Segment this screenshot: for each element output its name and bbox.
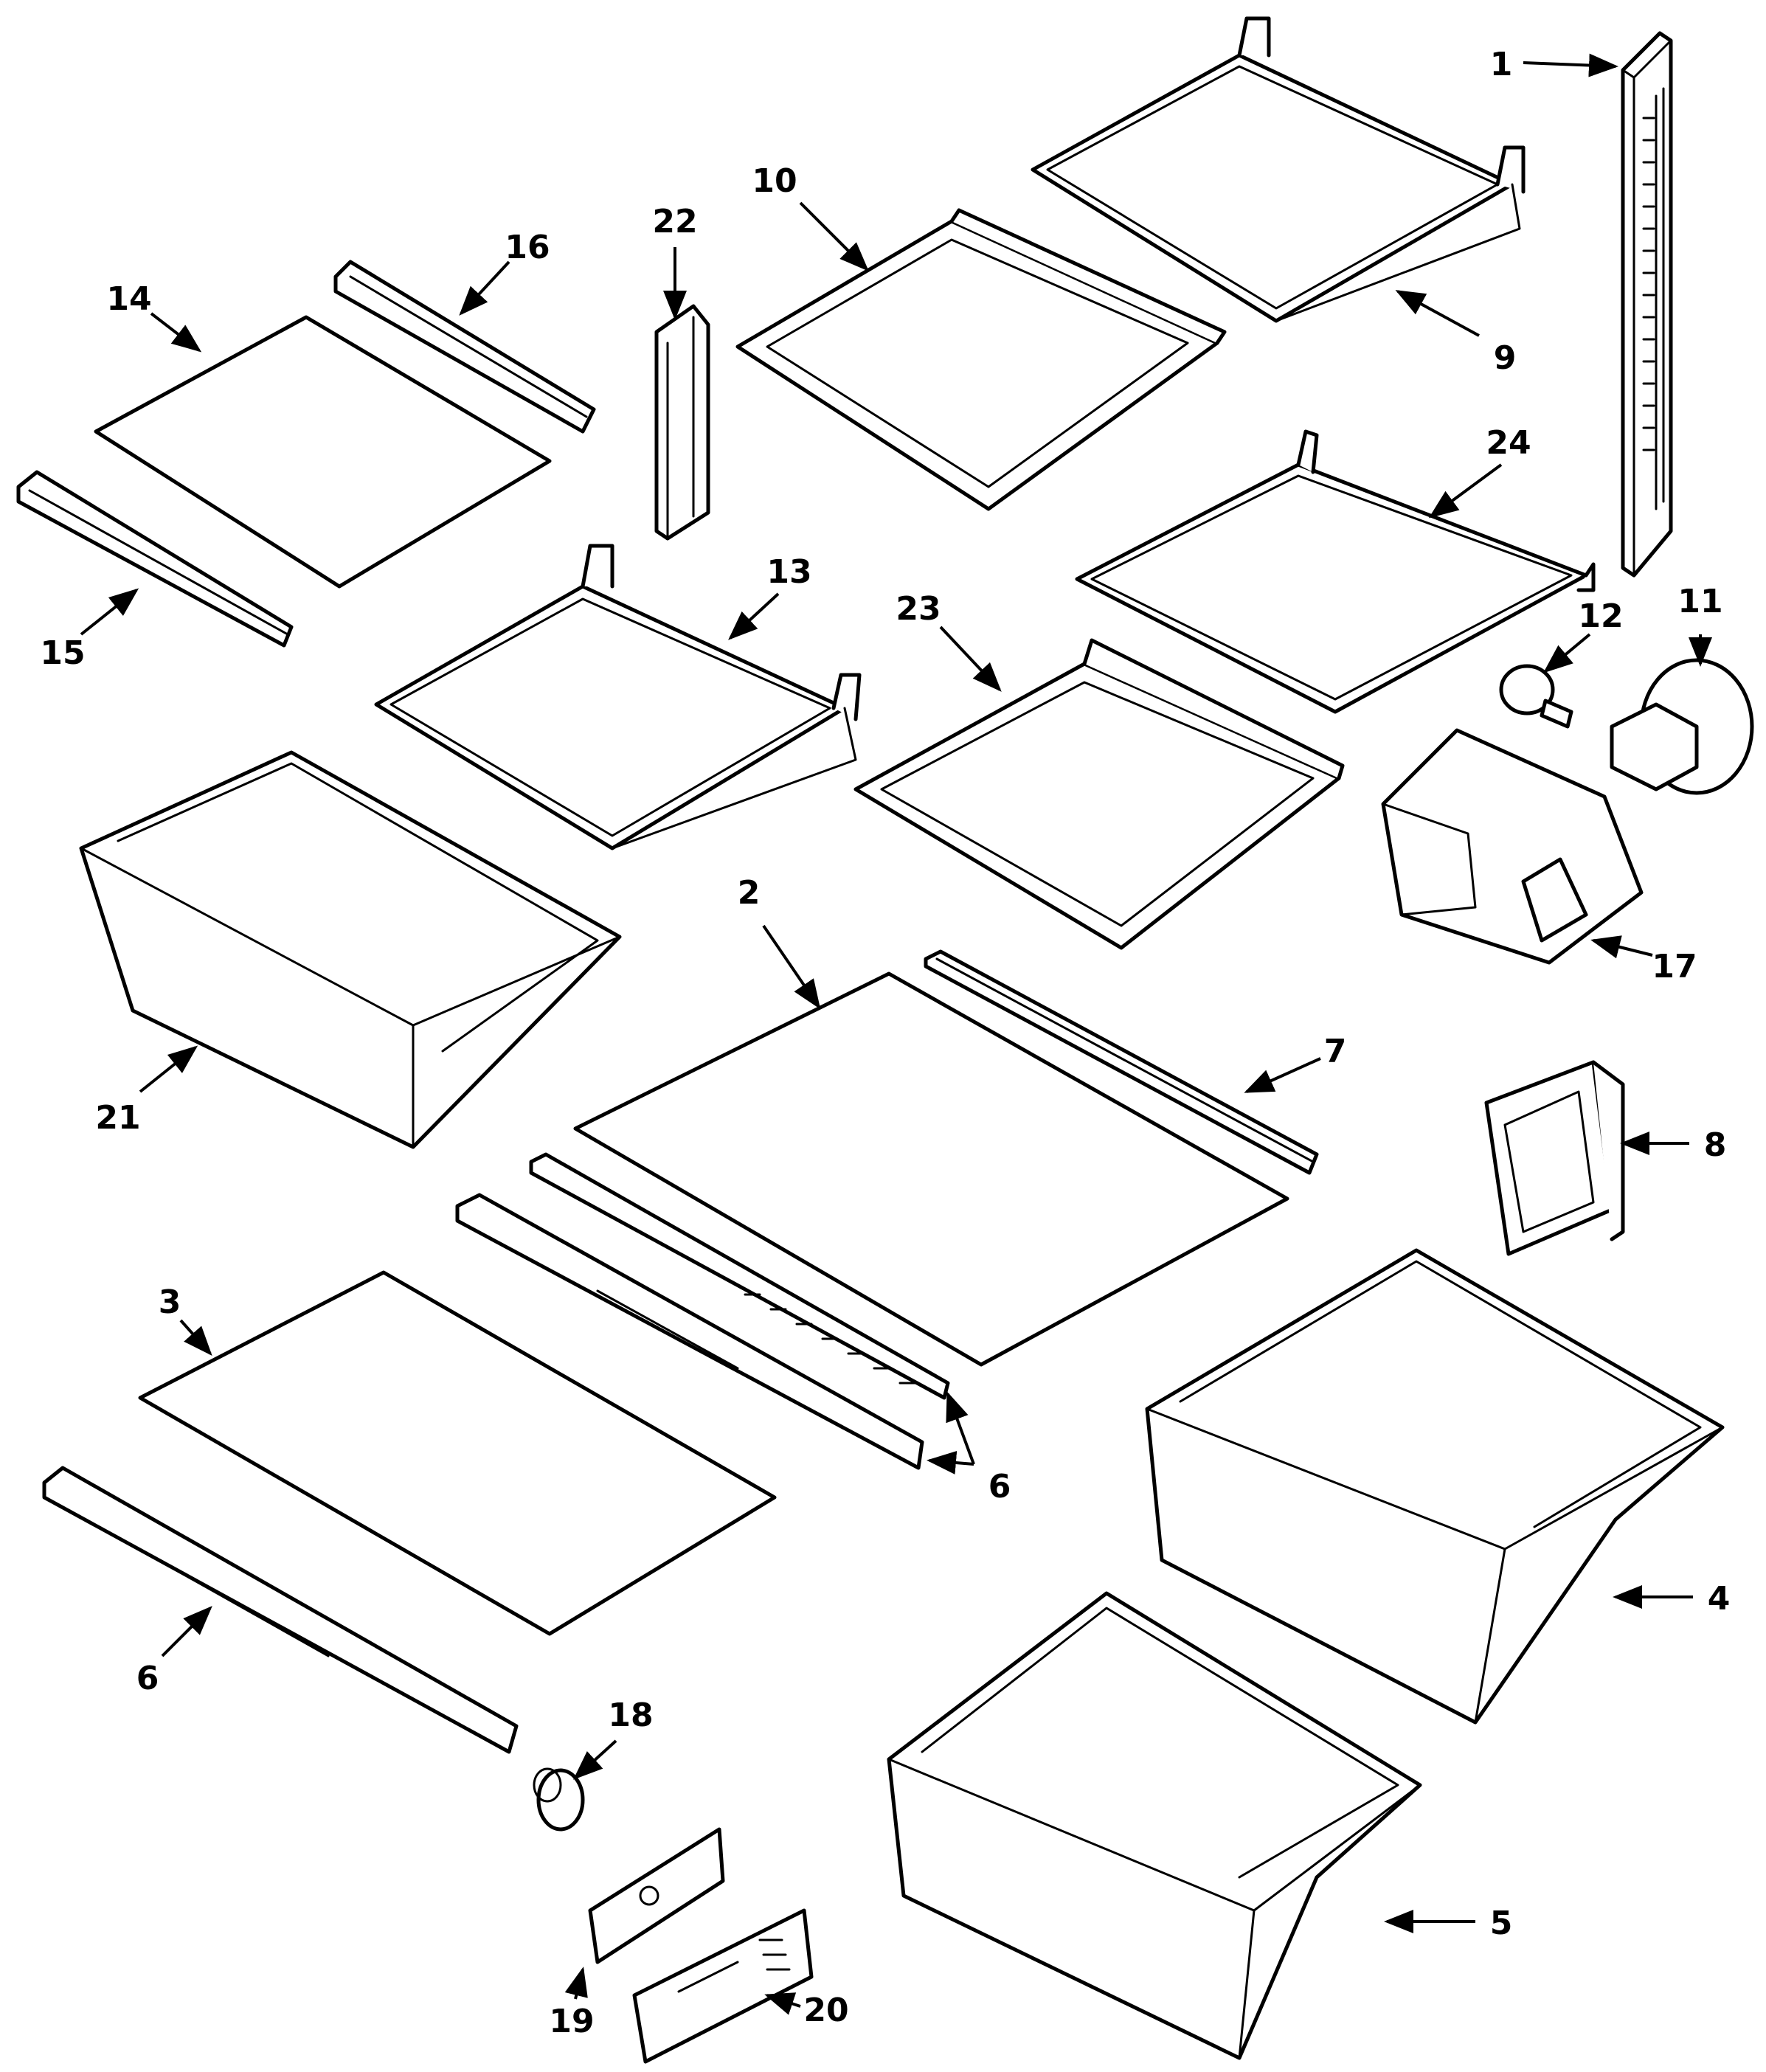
callout-label-23: 23 [896, 590, 941, 628]
callout-label-21: 21 [95, 1099, 140, 1137]
callout-label-22: 22 [652, 203, 697, 240]
part-10-glass-shelf [735, 208, 1227, 511]
callout-13: 13 [728, 553, 812, 640]
callout-label-11: 11 [1677, 583, 1722, 620]
part-1-shelf-ladder [1621, 31, 1673, 578]
callout-1: 1 [1490, 46, 1618, 83]
callout-label-20: 20 [803, 1992, 848, 2029]
callout-6-upper: 6 [927, 1391, 1011, 1506]
callout-label-17: 17 [1652, 948, 1697, 985]
callout-5: 5 [1384, 1905, 1513, 1942]
callout-8: 8 [1620, 1126, 1727, 1164]
part-4-crisper-drawer [1145, 1248, 1725, 1725]
part-6-front-trim-upper [455, 1152, 950, 1470]
part-2-glass-shelf [573, 971, 1289, 1367]
vent-slots [744, 1293, 916, 1385]
callout-label-6-upper: 6 [988, 1468, 1011, 1506]
callout-label-4: 4 [1708, 1580, 1731, 1618]
callout-24: 24 [1428, 424, 1531, 519]
callout-7: 7 [1244, 1033, 1347, 1093]
callout-11: 11 [1677, 583, 1723, 667]
callout-label-15: 15 [40, 634, 85, 672]
callout-19: 19 [549, 1967, 595, 2040]
callout-3: 3 [159, 1283, 212, 1356]
part-14-glass-shelf [94, 315, 552, 589]
part-5-crisper-drawer [887, 1591, 1422, 2060]
part-9-cantilever-shelf [1031, 16, 1526, 323]
part-22-bracket [654, 304, 710, 541]
callout-17: 17 [1590, 935, 1697, 985]
callout-23: 23 [896, 590, 1002, 692]
part-17-light-housing [1381, 728, 1644, 965]
part-6-front-trim-lower [42, 1466, 519, 1754]
callout-label-13: 13 [766, 553, 811, 591]
part-21-crisper-drawer [79, 750, 622, 1149]
part-11-light-socket [1610, 658, 1754, 795]
part-7-shelf-trim [924, 949, 1319, 1175]
callout-label-5: 5 [1490, 1905, 1513, 1942]
callout-label-2: 2 [738, 874, 761, 912]
part-12-light-bulb [1499, 664, 1573, 729]
callout-15: 15 [40, 588, 139, 672]
part-15-shelf-trim [16, 470, 294, 648]
callout-label-8: 8 [1704, 1126, 1727, 1164]
callout-label-24: 24 [1486, 424, 1531, 462]
part-19-control-bracket [588, 1827, 725, 1964]
callout-6-lower: 6 [136, 1606, 212, 1697]
callout-20: 20 [764, 1992, 849, 2029]
part-3-glass-shelf [138, 1270, 777, 1636]
callout-21: 21 [95, 1045, 198, 1137]
callout-9: 9 [1395, 290, 1517, 377]
part-20-control-panel [632, 1908, 814, 2064]
part-18-grommet [533, 1767, 585, 1832]
callout-label-18: 18 [608, 1697, 653, 1734]
callout-label-6-lower: 6 [136, 1660, 159, 1697]
callout-22: 22 [652, 203, 698, 320]
callout-12: 12 [1542, 597, 1624, 673]
part-13-cantilever-shelf [374, 544, 862, 850]
callout-10: 10 [752, 162, 869, 271]
callout-label-14: 14 [106, 280, 151, 318]
callout-4: 4 [1613, 1580, 1731, 1618]
callout-14: 14 [106, 280, 202, 353]
ladder-slots [1642, 87, 1665, 510]
part-24-wire-shelf [1075, 429, 1596, 714]
callout-16: 16 [459, 229, 550, 316]
part-23-glass-shelf [853, 638, 1345, 950]
callout-label-10: 10 [752, 162, 797, 200]
callout-label-12: 12 [1578, 597, 1623, 635]
callout-2: 2 [738, 874, 821, 1010]
callout-label-1: 1 [1490, 46, 1513, 83]
callout-label-9: 9 [1494, 339, 1517, 377]
callout-label-3: 3 [159, 1283, 181, 1321]
callout-18: 18 [573, 1697, 654, 1780]
callout-label-16: 16 [505, 229, 550, 266]
callout-label-19: 19 [549, 2003, 594, 2040]
part-8-control-housing [1484, 1060, 1625, 1256]
part-16-shelf-trim [333, 260, 596, 434]
callout-label-7: 7 [1324, 1033, 1347, 1070]
